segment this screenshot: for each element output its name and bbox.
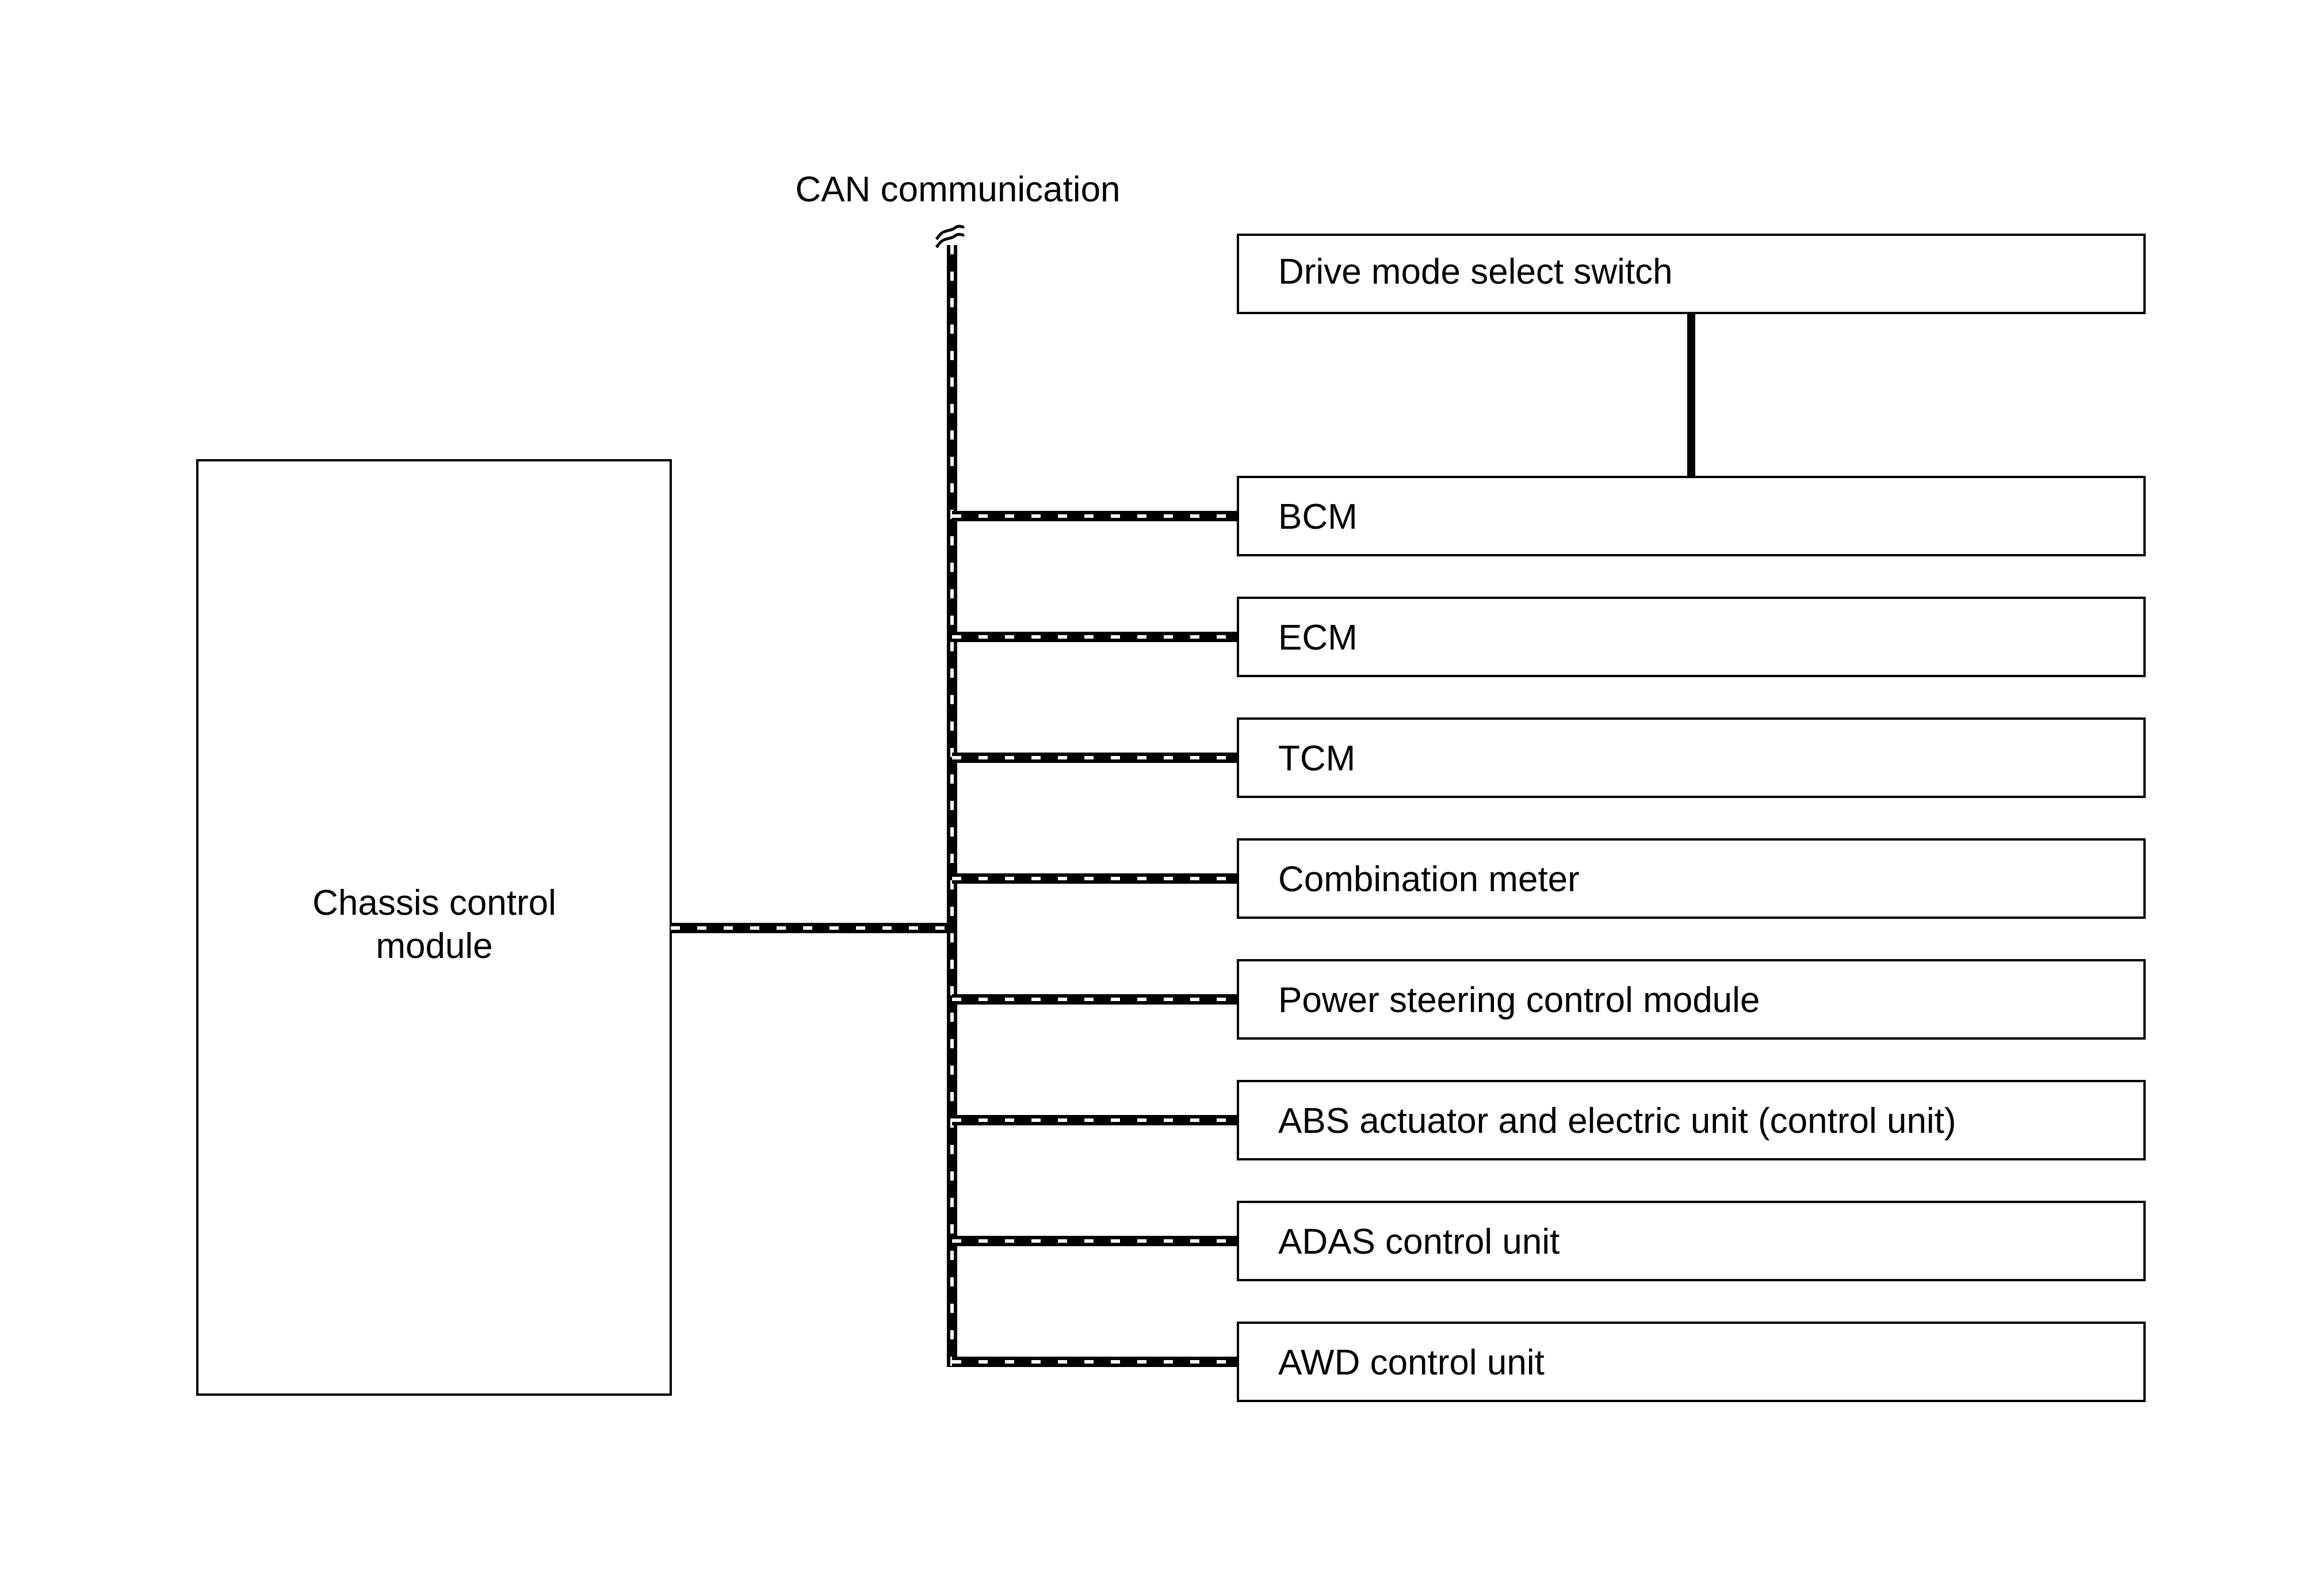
module-box [1237,838,2146,919]
module-box [1237,476,2146,556]
chassis-control-module-label-line2: module [376,926,492,966]
module-item: Combination meter [1237,838,2146,919]
chassis-control-module: Chassis control module [196,459,672,1396]
module-box [1237,1080,2146,1160]
module-label: Combination meter [1278,860,1580,899]
module-box [1237,1201,2146,1281]
module-label: Power steering control module [1278,980,1760,1020]
module-item: Power steering control module [1237,959,2146,1040]
line-break-symbol [935,224,965,240]
module-item: AWD control unit [1237,1322,2146,1402]
module-item: ABS actuator and electric unit (control … [1237,1080,2146,1160]
drive-mode-select-switch-label: Drive mode select switch [1278,252,1673,292]
module-box [1237,717,2146,798]
module-label: ECM [1278,618,1358,658]
drive-mode-select-switch: Drive mode select switch [1237,234,2146,314]
module-box [1237,597,2146,677]
module-item: ADAS control unit [1237,1201,2146,1281]
module-label: ABS actuator and electric unit (control … [1278,1101,1956,1141]
can-bus-lines [671,245,1238,1367]
line-break-symbol [935,232,965,249]
module-label: ADAS control unit [1278,1222,1559,1262]
module-item: ECM [1237,597,2146,677]
module-item: BCM [1237,476,2146,556]
module-box [1237,959,2146,1040]
module-label: BCM [1278,497,1358,537]
module-box [1237,1322,2146,1402]
module-item: TCM [1237,717,2146,798]
chassis-control-module-label-line1: Chassis control [312,883,556,923]
module-label: AWD control unit [1278,1343,1545,1383]
module-label: TCM [1278,739,1355,778]
can-communication-label: CAN communication [795,170,1120,209]
